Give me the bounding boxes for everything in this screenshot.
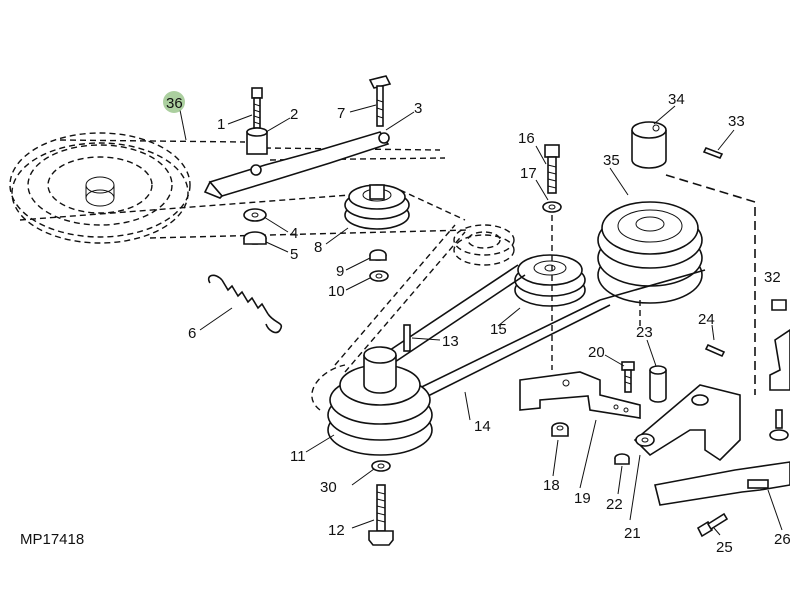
callout-17: 17 <box>520 165 537 182</box>
pulley-32 <box>597 201 703 304</box>
washer-4 <box>243 208 267 222</box>
callout-7: 7 <box>337 105 345 122</box>
callout-14: 14 <box>474 418 491 435</box>
spring-6 <box>207 274 283 334</box>
callout-20: 20 <box>588 344 605 361</box>
callout-19: 19 <box>574 490 591 507</box>
spacer-23 <box>649 365 667 403</box>
bolt-1 <box>251 87 263 129</box>
belt-35 <box>19 139 471 239</box>
idler-pulley-dashed <box>453 224 515 266</box>
callout-35-highlight <box>163 91 185 113</box>
leader-lines <box>179 104 783 536</box>
idler-pulley-8 <box>344 184 410 230</box>
callout-8: 8 <box>314 239 322 256</box>
pin-24 <box>704 343 726 358</box>
callout-25: 25 <box>716 539 733 556</box>
idler-bracket-21 <box>633 384 741 462</box>
callout-13: 13 <box>442 333 459 350</box>
bracket-19 <box>519 371 641 419</box>
callout-1: 1 <box>217 116 225 133</box>
callout-30: 32 <box>764 269 781 286</box>
nut-9 <box>369 249 387 261</box>
callout-22: 22 <box>606 496 623 513</box>
callout-24: 24 <box>698 311 715 328</box>
callout-16: 16 <box>518 130 535 147</box>
nut-22 <box>614 453 630 465</box>
belt-32-path <box>551 174 756 395</box>
pin-33 <box>702 146 724 160</box>
callout-34: 34 <box>668 91 685 108</box>
callout-18: 18 <box>543 477 560 494</box>
washer-17 <box>542 201 562 213</box>
washer-4-hole <box>251 212 259 218</box>
nut-5 <box>243 231 267 245</box>
callout-32: 35 <box>603 152 620 169</box>
left-large-pulley <box>9 132 191 244</box>
washer-10 <box>369 270 389 282</box>
callout-11: 11 <box>290 448 306 465</box>
bolt-16 <box>544 144 560 194</box>
idler-arm <box>203 131 390 199</box>
spacer-2 <box>246 127 268 155</box>
washer-36 <box>371 460 391 472</box>
callout-10: 10 <box>328 283 345 300</box>
callout-15: 15 <box>490 321 507 338</box>
callout-12: 12 <box>328 522 345 539</box>
callout-5: 5 <box>290 246 298 263</box>
pulley-11 <box>327 346 433 456</box>
callout-26: 26 <box>774 531 790 548</box>
callout-4: 4 <box>290 225 298 242</box>
callout-35: 36 <box>166 95 183 112</box>
callout-9: 9 <box>336 263 344 280</box>
pulley-15 <box>514 254 586 307</box>
callout-23: 23 <box>636 324 653 341</box>
nut-18 <box>551 422 569 437</box>
callout-21: 21 <box>624 525 641 542</box>
hub-34 <box>631 121 667 169</box>
callout-36: 30 <box>320 479 337 496</box>
carriage-bolt-7 <box>368 75 392 127</box>
callout-33: 33 <box>728 113 745 130</box>
bolt-25 <box>696 512 729 538</box>
belt-11-dashed <box>311 224 466 411</box>
roll-pin-13 <box>403 324 411 352</box>
bolt-12 <box>368 484 394 546</box>
diagram-code: MP17418 <box>20 531 84 548</box>
callout-6: 6 <box>188 325 196 342</box>
hardware-30 <box>769 299 790 441</box>
callout-3: 3 <box>414 100 422 117</box>
callout-2: 2 <box>290 106 298 123</box>
bolt-20 <box>621 361 635 393</box>
arm-26 <box>654 461 790 506</box>
